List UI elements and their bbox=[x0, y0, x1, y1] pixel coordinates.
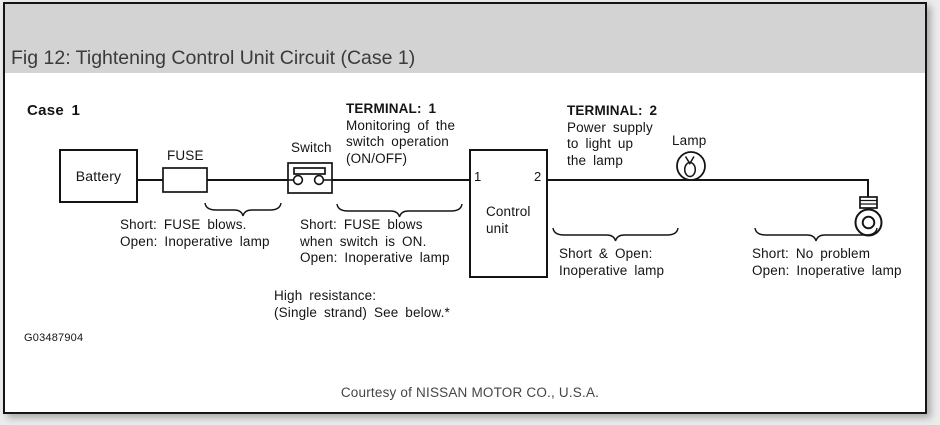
terminal2-line: the lamp bbox=[567, 152, 623, 168]
note-ground-segment: Short: No problem Open: Inoperative lamp bbox=[752, 246, 902, 279]
terminal1-title: TERMINAL: 1 bbox=[346, 101, 437, 116]
note-line: Open: Inoperative lamp bbox=[300, 250, 450, 265]
note-line: Short: FUSE blows. bbox=[120, 217, 247, 232]
note-high-resistance: High resistance: (Single strand) See bel… bbox=[274, 288, 450, 321]
terminal1-line: switch operation bbox=[346, 134, 449, 149]
note-line: (Single strand) See below.* bbox=[274, 304, 450, 320]
terminal2-note: TERMINAL: 2 Power supply to light up the… bbox=[567, 103, 657, 169]
terminal1-line: (ON/OFF) bbox=[346, 150, 408, 166]
terminal1-line: Monitoring of the bbox=[346, 117, 456, 133]
terminal2-title: TERMINAL: 2 bbox=[567, 103, 658, 118]
courtesy-line: Courtesy of NISSAN MOTOR CO., U.S.A. bbox=[340, 385, 600, 400]
note-switch-segment: Short: FUSE blows when switch is ON. Ope… bbox=[300, 217, 450, 267]
control-unit-label-line: Control bbox=[486, 204, 531, 219]
note-line: High resistance: bbox=[274, 288, 377, 303]
note-fuse-segment: Short: FUSE blows. Open: Inoperative lam… bbox=[120, 217, 270, 250]
figure-title-bar: Fig 12: Tightening Control Unit Circuit … bbox=[5, 4, 925, 73]
note-line: Short: FUSE blows bbox=[300, 217, 423, 232]
note-lamp-segment: Short & Open: Inoperative lamp bbox=[559, 246, 664, 279]
terminal1-note: TERMINAL: 1 Monitoring of the switch ope… bbox=[346, 101, 455, 167]
note-line: Short: No problem bbox=[752, 246, 871, 261]
figure-frame: Fig 12: Tightening Control Unit Circuit … bbox=[3, 2, 927, 414]
pin-2-label: 2 bbox=[534, 169, 542, 184]
figure-code: G03487904 bbox=[24, 332, 84, 344]
terminal2-line: Power supply bbox=[567, 119, 653, 135]
control-unit-label: Control unit bbox=[486, 203, 531, 237]
fuse-label: FUSE bbox=[167, 148, 204, 163]
note-line: Inoperative lamp bbox=[559, 262, 665, 278]
note-line: Open: Inoperative lamp bbox=[120, 233, 270, 249]
note-line: Short & Open: bbox=[559, 246, 653, 261]
pin-1-label: 1 bbox=[474, 169, 482, 184]
lamp-label: Lamp bbox=[672, 133, 707, 148]
case-label: Case 1 bbox=[27, 102, 81, 119]
battery-label: Battery bbox=[75, 167, 122, 184]
note-line: Open: Inoperative lamp bbox=[752, 262, 902, 278]
control-unit-label-line: unit bbox=[486, 221, 509, 236]
note-line: when switch is ON. bbox=[300, 233, 427, 249]
terminal2-line: to light up bbox=[567, 136, 634, 151]
switch-label: Switch bbox=[291, 140, 332, 155]
figure-title: Fig 12: Tightening Control Unit Circuit … bbox=[11, 47, 416, 69]
